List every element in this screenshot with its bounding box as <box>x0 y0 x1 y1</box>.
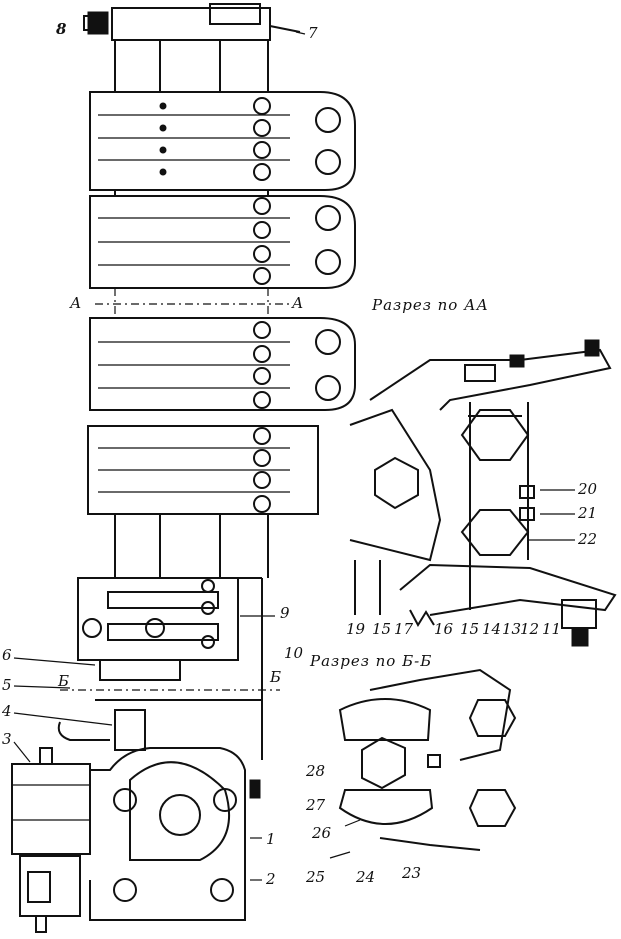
callout-24: 24 <box>356 868 376 886</box>
marker-a-left: А <box>70 294 82 312</box>
callout-25: 25 <box>306 868 326 886</box>
callout-15b: 15 <box>460 620 480 638</box>
callout-28: 28 <box>306 762 326 780</box>
contact-block-2 <box>89 190 356 289</box>
callout-7: 7 <box>308 24 318 42</box>
contact-block-4 <box>87 425 319 515</box>
lever-mechanism <box>77 577 263 700</box>
callout-8: 8 <box>56 20 67 38</box>
callout-6: 6 <box>2 646 12 664</box>
callout-15a: 15 <box>372 620 392 638</box>
contact-block-3 <box>89 317 356 411</box>
leader-lines <box>13 31 575 881</box>
callout-1: 1 <box>266 830 276 848</box>
contact-block-1 <box>89 91 356 191</box>
section-title-aa: Разрез по АА <box>372 296 489 314</box>
marker-b-left: Б <box>58 672 70 690</box>
callout-27: 27 <box>306 796 326 814</box>
callout-26: 26 <box>312 824 332 842</box>
marker-b-right: Б <box>270 668 282 686</box>
callout-3: 3 <box>2 730 12 748</box>
callout-21: 21 <box>578 504 598 522</box>
vertical-rods <box>114 514 269 578</box>
top-rod-assembly <box>83 3 301 92</box>
section-bb-view <box>338 668 517 851</box>
section-title-bb: Разрез по Б-Б <box>310 652 433 670</box>
callout-12: 12 <box>520 620 540 638</box>
callout-19: 19 <box>346 620 366 638</box>
marker-a-right: А <box>292 294 304 312</box>
callout-14: 14 <box>482 620 502 638</box>
section-aa-view <box>349 339 617 647</box>
callout-20: 20 <box>578 480 598 498</box>
callout-5: 5 <box>2 676 12 694</box>
callout-4: 4 <box>2 702 12 720</box>
callout-22: 22 <box>578 530 598 548</box>
callout-17: 17 <box>394 620 414 638</box>
callout-2: 2 <box>266 870 276 888</box>
callout-10: 10 <box>284 644 304 662</box>
callout-16: 16 <box>434 620 454 638</box>
callout-9: 9 <box>280 604 290 622</box>
callout-13: 13 <box>502 620 522 638</box>
callout-11: 11 <box>542 620 562 638</box>
callout-23: 23 <box>402 864 422 882</box>
base-housing <box>11 699 263 933</box>
